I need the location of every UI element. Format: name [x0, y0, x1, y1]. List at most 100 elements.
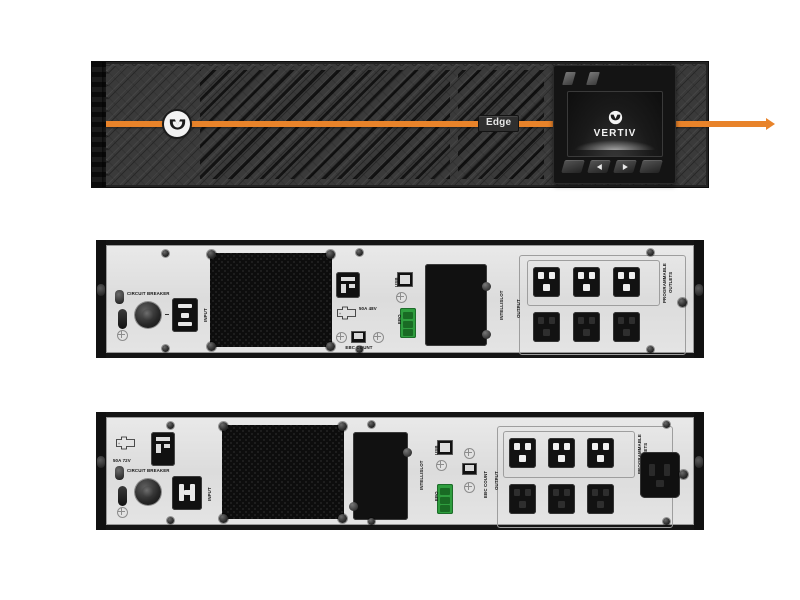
outlet-c13-3[interactable] [613, 267, 640, 297]
breaker-lever[interactable] [118, 486, 127, 506]
batt-pin-3 [164, 444, 170, 448]
svg-text:+: + [339, 312, 341, 316]
epo-terminal-2 [440, 497, 450, 504]
breaker-lever[interactable] [118, 309, 127, 329]
outlet-c13-6[interactable] [587, 484, 614, 514]
circuit-breaker-button[interactable] [135, 479, 161, 505]
epo-label: EPO [434, 491, 439, 501]
battery-symbol-icon: + [116, 436, 135, 450]
hex-vent-panel [210, 253, 332, 347]
hex-vent-panel [222, 425, 344, 519]
escape-button[interactable] [561, 160, 585, 173]
battery-rating-label: 50A 48V [359, 306, 377, 311]
battery-connector[interactable] [336, 272, 360, 298]
breaker-screw [117, 507, 128, 518]
usb-mount-screw [436, 460, 447, 471]
ebc-screw-top [464, 448, 475, 459]
face-screw-bottom-mid [356, 346, 363, 353]
lcd-button-row [561, 160, 667, 176]
enter-button[interactable] [639, 160, 663, 173]
vent-screw-bl [219, 514, 228, 523]
chassis-ground-stud [115, 466, 124, 480]
lcd-screen[interactable]: VERTIV [567, 91, 663, 157]
c14-pin-mid [181, 313, 189, 318]
ebc-count-port[interactable] [462, 463, 477, 475]
face-screw-bottom-left [162, 345, 169, 352]
programmable-label-line1: PROGRAMMABLE [662, 263, 667, 303]
vent-screw-br [326, 342, 335, 351]
lcd-display-module[interactable]: VERTIV [553, 65, 676, 184]
battery-connector[interactable] [151, 432, 175, 466]
usb-mount-screw [396, 292, 407, 303]
front-panel-view: Edge VERTIV [92, 62, 708, 187]
outlet-c13-5[interactable] [573, 312, 600, 342]
batt-pin-2 [156, 444, 161, 453]
epo-terminal-block[interactable] [437, 484, 453, 514]
outlet-c13-1[interactable] [533, 267, 560, 297]
outlet-c13-4[interactable] [533, 312, 560, 342]
left-arrow-button[interactable] [587, 160, 611, 173]
face-screw-bottom-right [663, 518, 670, 525]
intellislot-label: INTELLISLOT [419, 460, 424, 490]
usb-port[interactable] [437, 440, 453, 455]
usb-label: USB [394, 277, 399, 287]
circuit-breaker-button[interactable] [135, 302, 161, 328]
outlet-c13-4[interactable] [509, 484, 536, 514]
rear-face-plate: + 50A 72V CIRCUIT BREAKER INPUT [106, 417, 694, 528]
face-screw-top-mid [356, 249, 363, 256]
ebc-screw-left [336, 332, 347, 343]
intellislot-screw-top [403, 448, 412, 457]
face-screw-top-right [647, 249, 654, 256]
intellislot-screw-bottom [349, 502, 358, 511]
rack-ear-right [694, 240, 704, 358]
right-arrow-button[interactable] [613, 160, 637, 173]
input-connector-c20[interactable] [172, 476, 202, 510]
breaker-screw [117, 330, 128, 341]
epo-terminal-1 [403, 312, 413, 319]
outlet-c19[interactable] [640, 452, 680, 498]
front-left-scalloped-edge [92, 62, 106, 187]
face-screw-bottom-mid [368, 518, 375, 525]
usb-port[interactable] [397, 272, 413, 287]
input-connector-c14[interactable] [172, 298, 198, 332]
outlet-c13-3[interactable] [587, 438, 614, 468]
outlet-c13-1[interactable] [509, 438, 536, 468]
vent-screw-bl [207, 342, 216, 351]
batt-pin-3 [349, 284, 355, 288]
face-screw-top-mid [368, 421, 375, 428]
vent-screw-tr [326, 250, 335, 259]
epo-terminal-block[interactable] [400, 308, 416, 338]
output-label: OUTPUT [516, 299, 521, 318]
outlet-c13-5[interactable] [548, 484, 575, 514]
vertiv-badge [164, 111, 190, 137]
ebc-count-port[interactable] [351, 331, 366, 343]
batt-pin-2 [341, 284, 346, 293]
intellislot-bay[interactable] [353, 432, 408, 520]
programmable-label-line2: OUTLETS [668, 271, 673, 293]
vent-screw-tr [338, 422, 347, 431]
epo-label: EPO [397, 314, 402, 324]
intellislot-bay[interactable] [425, 264, 487, 346]
outlet-c13-2[interactable] [548, 438, 575, 468]
outlet-c13-2[interactable] [573, 267, 600, 297]
c20-pin-right [190, 484, 195, 501]
rack-ear-screw-left [97, 456, 105, 468]
left-arrow-icon [596, 163, 602, 170]
vertiv-logo-icon [169, 118, 185, 130]
face-screw-right [678, 298, 687, 307]
edge-nameplate: Edge [478, 115, 520, 132]
face-screw-bottom-left [167, 517, 174, 524]
face-screw-top-right [663, 421, 670, 428]
epo-terminal-1 [440, 488, 450, 495]
rear-panel-c20-view: + 50A 72V CIRCUIT BREAKER INPUT [96, 412, 704, 530]
outlet-c13-6[interactable] [613, 312, 640, 342]
circuit-breaker-label: CIRCUIT BREAKER [127, 291, 170, 296]
vent-screw-tl [207, 250, 216, 259]
epo-terminal-3 [440, 505, 450, 512]
circuit-breaker-label: CIRCUIT BREAKER [127, 468, 170, 473]
usb-label: USB [434, 445, 439, 455]
ebc-screw-bottom [464, 482, 475, 493]
status-led-2 [586, 72, 600, 85]
input-label: INPUT [207, 487, 212, 501]
